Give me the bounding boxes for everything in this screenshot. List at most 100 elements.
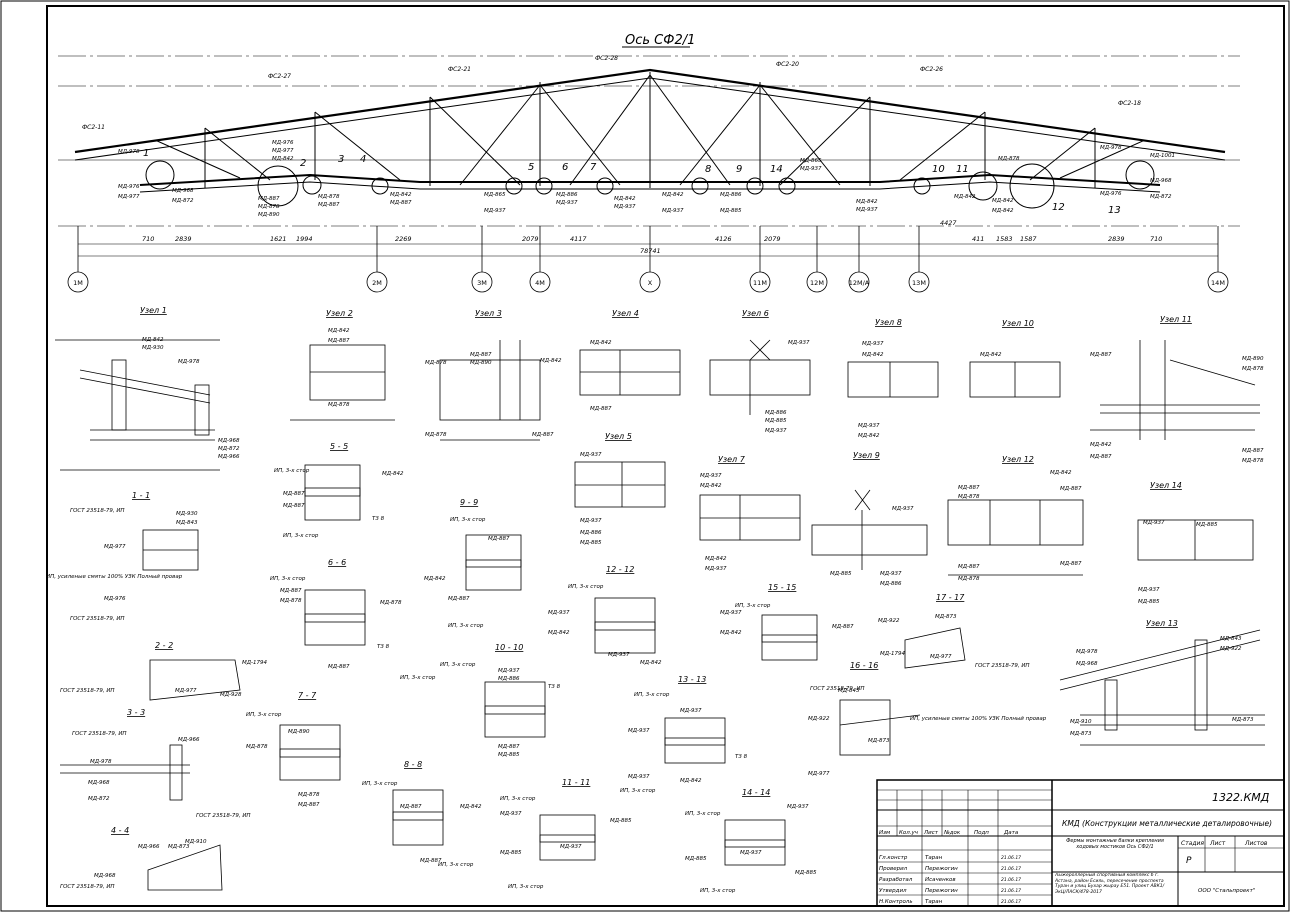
svg-text:МД-976: МД-976 (118, 184, 140, 190)
svg-text:Т3 8: Т3 8 (372, 516, 385, 522)
svg-text:МД-887: МД-887 (958, 564, 980, 570)
svg-text:МД-937: МД-937 (880, 571, 902, 577)
svg-text:710: 710 (1150, 235, 1162, 243)
svg-text:МД-968: МД-968 (94, 873, 116, 879)
detail-callouts: МД-842 МД-930 МД-978 МД-968 МД-872 МД-96… (88, 328, 1264, 879)
svg-text:МД-887: МД-887 (1090, 454, 1112, 460)
svg-text:МД-968: МД-968 (88, 780, 110, 786)
svg-text:Подп: Подп (974, 830, 989, 836)
svg-text:Узел 8: Узел 8 (875, 318, 902, 327)
svg-text:МД-978: МД-978 (118, 149, 140, 155)
svg-text:МД-885: МД-885 (498, 752, 520, 758)
svg-text:МД-966: МД-966 (178, 737, 200, 743)
svg-text:2839: 2839 (1108, 235, 1125, 243)
svg-text:ГОСТ 23518-79, ИП: ГОСТ 23518-79, ИП (70, 616, 125, 622)
svg-text:МД-922: МД-922 (1220, 646, 1242, 652)
svg-text:15 - 15: 15 - 15 (768, 583, 796, 592)
svg-text:ИП, 3-х стор: ИП, 3-х стор (283, 533, 319, 539)
svg-text:13М: 13М (912, 279, 926, 287)
svg-text:21.06.17: 21.06.17 (1001, 866, 1021, 872)
svg-text:Утвердил: Утвердил (879, 888, 907, 894)
svg-text:12М: 12М (810, 279, 824, 287)
main-dimension-values: 710 2839 1621 1994 2269 2079 4117 4126 2… (142, 219, 1162, 255)
svg-text:1587: 1587 (1020, 235, 1037, 243)
svg-text:МД-937: МД-937 (614, 204, 636, 210)
svg-text:ИП, 3-х стор: ИП, 3-х стор (440, 662, 476, 668)
svg-text:МД-842: МД-842 (390, 192, 412, 198)
svg-text:МД-977: МД-977 (272, 148, 294, 154)
svg-text:МД-842: МД-842 (720, 630, 742, 636)
svg-text:МД-887: МД-887 (470, 352, 492, 358)
svg-text:Узел 11: Узел 11 (1160, 315, 1192, 324)
member-label: ФС2-26 (920, 66, 943, 73)
svg-text:6: 6 (562, 162, 568, 173)
svg-text:2839: 2839 (175, 235, 192, 243)
svg-text:МД-865: МД-865 (484, 192, 506, 198)
svg-text:МД-910: МД-910 (185, 839, 207, 845)
detail-notes: ГОСТ 23518-79, ИП ИП, усиленые смяты 100… (46, 468, 1047, 894)
svg-text:1621: 1621 (270, 235, 287, 243)
svg-text:9 - 9: 9 - 9 (460, 498, 478, 507)
svg-text:21.06.17: 21.06.17 (1001, 888, 1021, 894)
svg-text:МД-878: МД-878 (1242, 458, 1264, 464)
svg-text:3М: 3М (477, 279, 487, 287)
svg-text:Н.Контроль: Н.Контроль (879, 899, 913, 905)
svg-text:МД-968: МД-968 (172, 188, 194, 194)
svg-text:МД-873: МД-873 (868, 738, 890, 744)
svg-text:14 - 14: 14 - 14 (742, 788, 770, 797)
svg-text:МД-843: МД-843 (176, 520, 198, 526)
svg-text:Узел 5: Узел 5 (605, 432, 632, 441)
svg-text:МД-842: МД-842 (590, 340, 612, 346)
svg-text:МД-1001: МД-1001 (1150, 153, 1175, 159)
svg-text:6 - 6: 6 - 6 (328, 558, 346, 567)
svg-text:Разработал: Разработал (879, 877, 913, 883)
svg-text:7 - 7: 7 - 7 (298, 691, 317, 700)
svg-text:МД-928: МД-928 (220, 692, 242, 698)
svg-text:ГОСТ 23518-79, ИП: ГОСТ 23518-79, ИП (975, 663, 1030, 669)
svg-text:МД-978: МД-978 (1076, 649, 1098, 655)
svg-text:МД-842: МД-842 (992, 208, 1014, 214)
svg-text:МД-966: МД-966 (138, 844, 160, 850)
svg-text:Изм: Изм (879, 830, 890, 836)
svg-text:МД-878: МД-878 (280, 598, 302, 604)
svg-text:13: 13 (1108, 205, 1121, 216)
svg-text:ГОСТ 23518-79, ИП: ГОСТ 23518-79, ИП (60, 688, 115, 694)
svg-text:МД-887: МД-887 (390, 200, 412, 206)
svg-text:8: 8 (705, 164, 711, 175)
svg-text:9: 9 (736, 164, 742, 175)
svg-text:ГОСТ 23518-79, ИП: ГОСТ 23518-79, ИП (60, 884, 115, 890)
svg-text:МД-878: МД-878 (1242, 366, 1264, 372)
svg-text:ГОСТ 23518-79, ИП: ГОСТ 23518-79, ИП (70, 508, 125, 514)
svg-text:МД-842: МД-842 (548, 630, 570, 636)
svg-text:2079: 2079 (764, 235, 781, 243)
svg-text:МД-887: МД-887 (318, 202, 340, 208)
svg-text:4М: 4М (535, 279, 545, 287)
axis-bubbles (67, 226, 1229, 293)
svg-text:Т3 8: Т3 8 (377, 644, 390, 650)
svg-text:МД-937: МД-937 (560, 844, 582, 850)
svg-text:МД-937: МД-937 (662, 208, 684, 214)
svg-text:МД-878: МД-878 (425, 360, 447, 366)
svg-text:ИП, 3-х стор: ИП, 3-х стор (400, 675, 436, 681)
svg-text:Гл.констр: Гл.констр (879, 855, 908, 861)
svg-text:МД-886: МД-886 (880, 581, 902, 587)
svg-text:12М/А: 12М/А (849, 279, 870, 287)
section-titles: 5 - 5 1 - 1 9 - 9 6 - 6 12 - 12 15 - 15 … (111, 442, 965, 835)
svg-text:МД-878: МД-878 (258, 204, 280, 210)
svg-text:4: 4 (360, 154, 366, 165)
svg-text:МД-842: МД-842 (680, 778, 702, 784)
svg-text:21.06.17: 21.06.17 (1001, 877, 1021, 883)
svg-text:МД-842: МД-842 (540, 358, 562, 364)
svg-text:МД-843: МД-843 (838, 688, 860, 694)
svg-text:МД-937: МД-937 (720, 610, 742, 616)
svg-text:11М: 11М (753, 279, 767, 287)
svg-text:Таран: Таран (925, 899, 943, 905)
svg-text:МД-937: МД-937 (548, 610, 570, 616)
svg-text:МД-937: МД-937 (892, 506, 914, 512)
svg-text:МД-937: МД-937 (680, 708, 702, 714)
svg-text:ИП, усиленые смяты 100% УЗК По: ИП, усиленые смяты 100% УЗК Полный прова… (46, 574, 183, 580)
svg-text:Кол.уч: Кол.уч (899, 830, 919, 836)
svg-text:МД-872: МД-872 (172, 198, 194, 204)
svg-text:№док: №док (943, 830, 961, 836)
